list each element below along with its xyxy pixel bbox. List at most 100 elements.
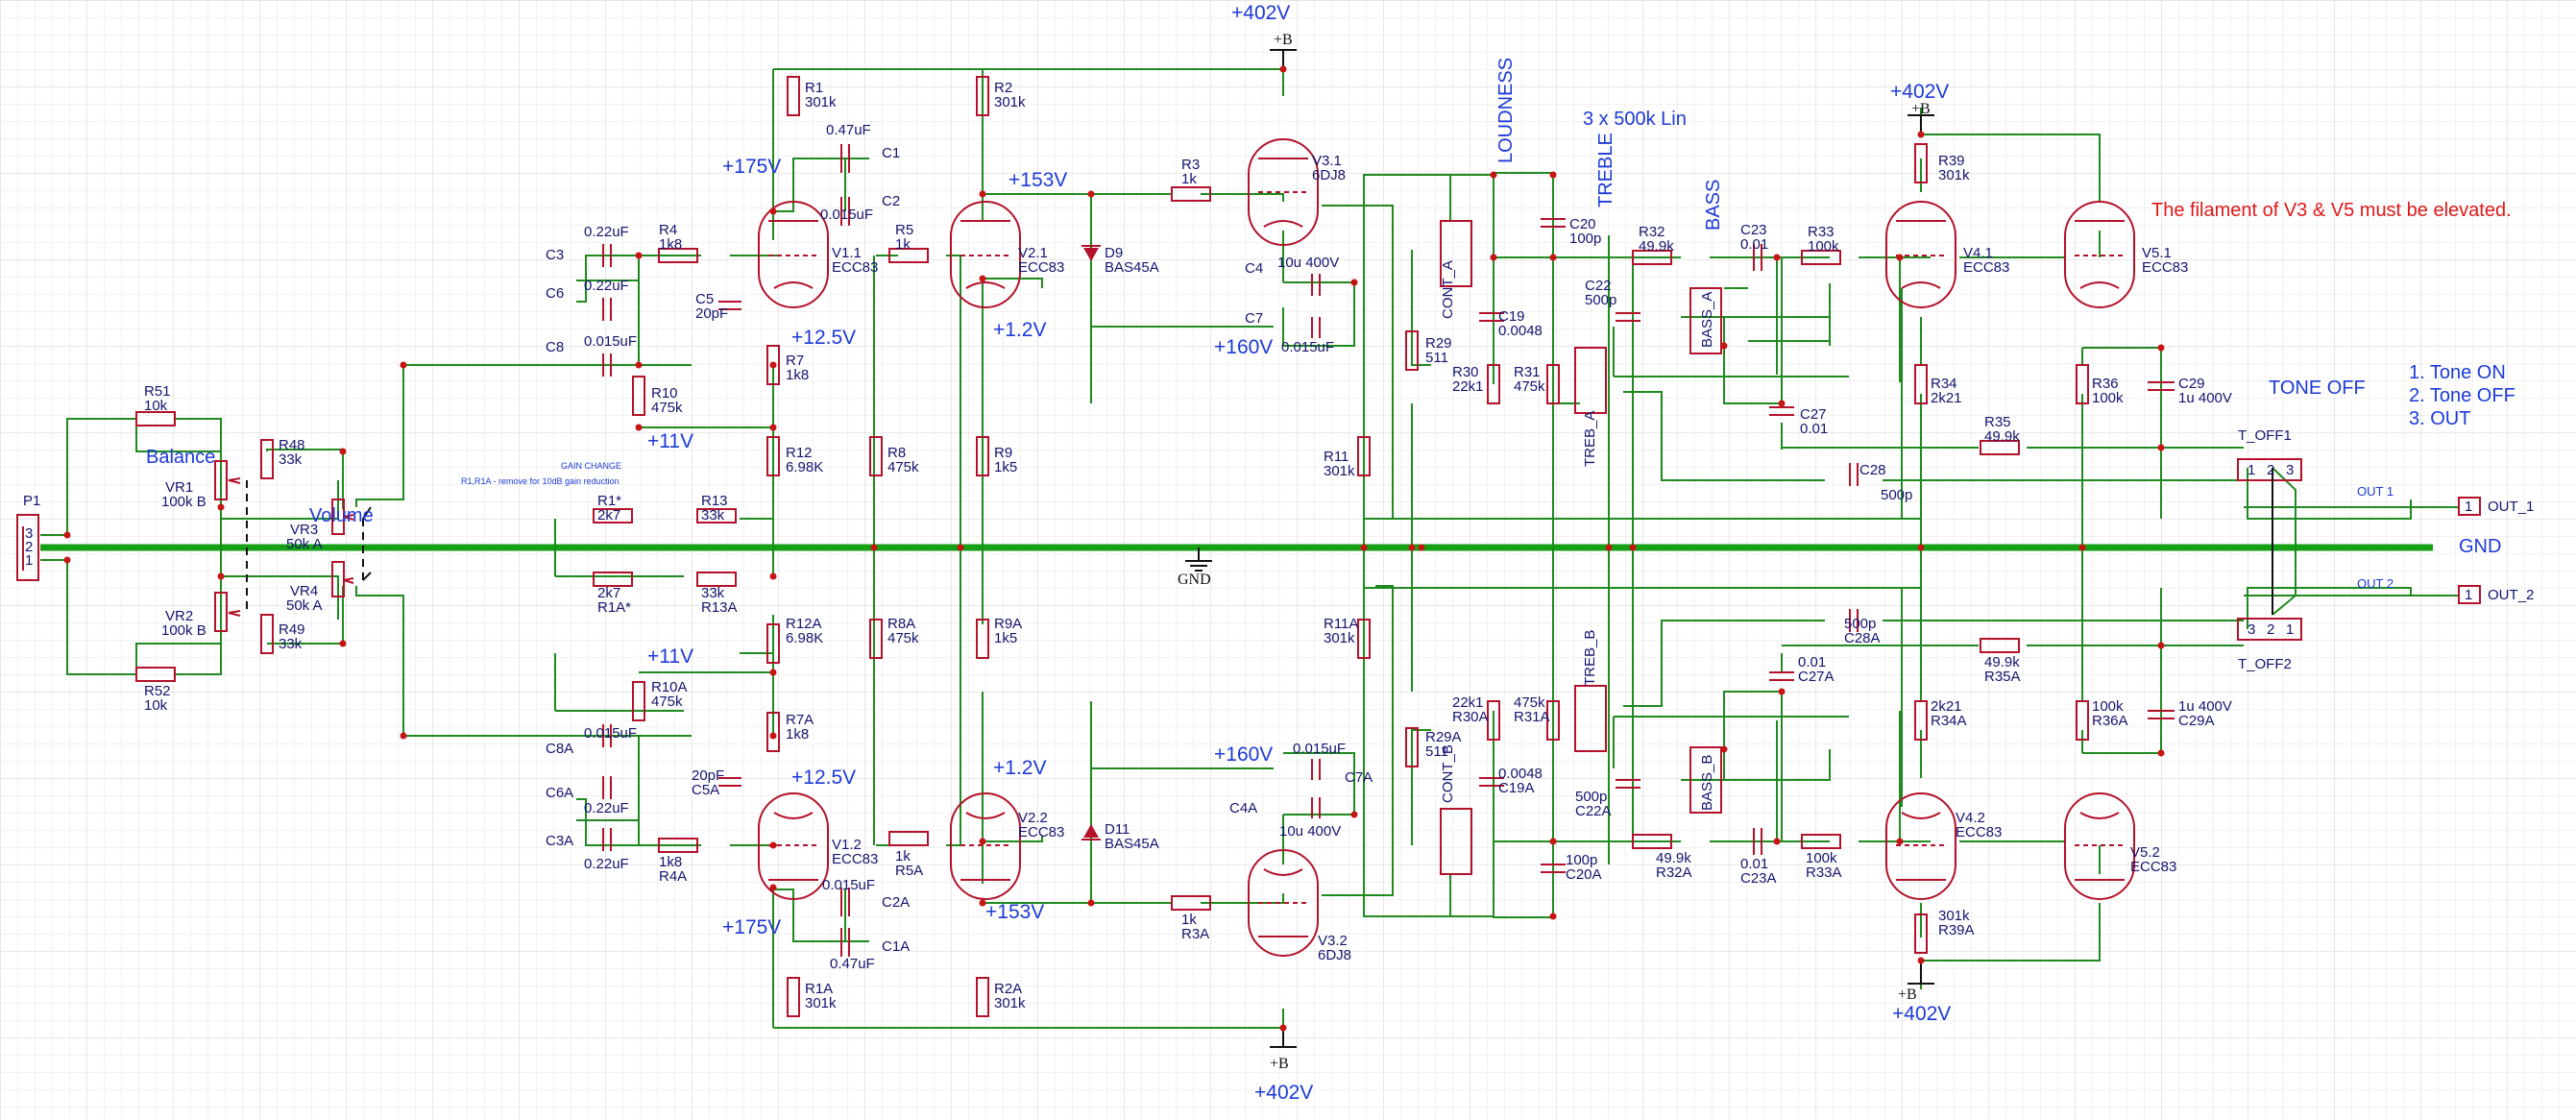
- resistor-ref-r3a: R3A: [1181, 926, 1209, 942]
- annotations: The filament of V3 & V5 must be elevated…: [146, 2, 2515, 1104]
- tube-v3-2: [1248, 849, 1319, 957]
- junction-dot: [339, 640, 347, 647]
- resistor-ref-r1a: R1A*: [597, 599, 631, 616]
- capacitor-value-c4: 10u 400V: [1277, 255, 1339, 271]
- voltage-153-upper: +153V: [1009, 169, 1067, 191]
- diode-ref-d11: D11: [1105, 821, 1130, 838]
- connector-p1: [16, 514, 39, 581]
- b-plus-right-bottom-voltage: +402V: [1892, 1003, 1951, 1025]
- resistor-value-r2: 301k: [994, 94, 1026, 110]
- resistor-ref-r32a: R32A: [1656, 864, 1692, 881]
- capacitor-ref-c6: C6: [546, 285, 564, 302]
- junction-dot: [769, 361, 777, 369]
- pot-ref-vr1: VR1: [165, 479, 193, 496]
- junction-dot: [1408, 544, 1416, 551]
- tube-ref-v3-1: V3.1: [1312, 153, 1342, 169]
- ground-symbol: [1185, 548, 1212, 572]
- wires: [40, 68, 2459, 1029]
- resistor-value-r10a: 475k: [651, 694, 683, 710]
- tube-ref-v5-2: V5.2: [2130, 844, 2160, 861]
- net-out-2: OUT 2: [2357, 576, 2394, 591]
- capacitor-ref-c19a: C19A: [1498, 780, 1535, 796]
- resistor-ref-r10a: R10A: [651, 679, 688, 695]
- resistor-value-r13a: 33k: [701, 585, 725, 601]
- junction-dot: [63, 556, 71, 564]
- resistor-value-r39a: 301k: [1938, 908, 1970, 924]
- resistor-ref-r33a: R33A: [1806, 864, 1842, 881]
- capacitor-ref-c7: C7: [1245, 310, 1263, 327]
- resistor-ref-r10: R10: [651, 385, 678, 402]
- connector-out-2: [2458, 585, 2481, 604]
- capacitor-value-c28a: 500p: [1844, 616, 1876, 632]
- resistor-value-r36a: 100k: [2092, 698, 2124, 715]
- b-plus-bottom-symbol: +B: [1270, 1056, 1289, 1072]
- capacitor-ref-c2a: C2A: [882, 894, 910, 911]
- junction-dot: [635, 424, 643, 431]
- junction-dot: [979, 838, 986, 845]
- resistor-value-r51: 10k: [144, 398, 168, 414]
- junction-dot: [1350, 811, 1358, 818]
- switch-t-off1: [2237, 458, 2302, 481]
- capacitor-value-c8: 0.015uF: [584, 333, 637, 350]
- resistor-value-r1: 301k: [805, 94, 837, 110]
- resistor-ref-r31a: R31A: [1514, 709, 1550, 725]
- capacitor-ref-c19: C19: [1498, 308, 1525, 325]
- tube-type-v2-2: ECC83: [1018, 824, 1064, 840]
- connector-ref-out-1: OUT_1: [2488, 499, 2534, 515]
- connector-ref-t-off1: T_OFF1: [2238, 427, 2292, 444]
- junction-dot: [400, 732, 407, 740]
- resistor-ref-r34: R34: [1931, 376, 1957, 392]
- resistor-ref-r7a: R7A: [786, 712, 814, 728]
- tube-ref-v1-1: V1.1: [832, 245, 862, 261]
- junction-dot: [1490, 171, 1497, 179]
- junction-dot: [1279, 1024, 1287, 1032]
- resistor-value-r12: 6.98K: [786, 459, 823, 475]
- tube-v2-1: [950, 201, 1021, 308]
- resistor-ref-r35a: R35A: [1984, 669, 2021, 685]
- resistor-value-r7: 1k8: [786, 367, 809, 383]
- gnd-symbol-label: GND: [1178, 572, 1211, 588]
- resistor-ref-r31: R31: [1514, 364, 1541, 380]
- junction-dot: [1629, 544, 1637, 551]
- bass-label: BASS: [1703, 180, 1724, 231]
- junction-dot: [1350, 279, 1358, 286]
- capacitor-ref-c4a: C4A: [1229, 800, 1257, 816]
- mode-1-label: 1. Tone ON: [2409, 362, 2506, 383]
- capacitor-ref-c1: C1: [882, 145, 900, 161]
- pot-ref-treb-b: TREB_B: [1582, 630, 1598, 686]
- pot-value-vr4: 50k A: [286, 597, 323, 614]
- junction-dot: [979, 190, 986, 198]
- voltage-12-lower: +1.2V: [993, 757, 1046, 779]
- junction-dot: [769, 732, 777, 740]
- junction-dot: [1360, 544, 1368, 551]
- junction-dot: [979, 275, 986, 282]
- tube-v4-1: [1885, 201, 1956, 308]
- tube-type-v5-2: ECC83: [2130, 859, 2176, 875]
- capacitor-ref-c8a: C8A: [546, 741, 573, 757]
- junction-dot: [1279, 65, 1287, 73]
- capacitor-ref-c20: C20: [1569, 216, 1596, 232]
- resistor-value-r5: 1k: [895, 236, 911, 253]
- junction-dot: [400, 361, 407, 369]
- capacitor-value-c8a: 0.015uF: [584, 725, 637, 742]
- resistor-ref-r9: R9: [994, 445, 1012, 461]
- tube-v2-2: [950, 792, 1021, 900]
- junction-dot: [1896, 838, 1904, 845]
- resistor-value-r35: 49.9k: [1984, 428, 2020, 445]
- capacitor-value-c3: 0.22uF: [584, 224, 629, 240]
- resistor-value-r3: 1k: [1181, 171, 1197, 187]
- resistor-value-r30: 22k1: [1452, 378, 1484, 395]
- tube-type-v5-1: ECC83: [2142, 259, 2188, 276]
- resistor-value-r4a: 1k8: [659, 854, 682, 870]
- junction-dot: [1490, 254, 1497, 261]
- junction-dot: [1549, 913, 1557, 920]
- resistor-value-r34: 2k21: [1931, 390, 1962, 406]
- connector-pin-out-1-1: 1: [2465, 499, 2472, 515]
- pot-ref-vr3: VR3: [290, 522, 318, 538]
- junction-dot: [769, 669, 777, 676]
- resistor-ref-r4: R4: [659, 222, 677, 238]
- resistor-value-r9: 1k5: [994, 459, 1017, 475]
- resistor-ref-r52: R52: [144, 683, 171, 699]
- resistor-ref-r12: R12: [786, 445, 813, 461]
- resistor-ref-r49: R49: [279, 621, 305, 638]
